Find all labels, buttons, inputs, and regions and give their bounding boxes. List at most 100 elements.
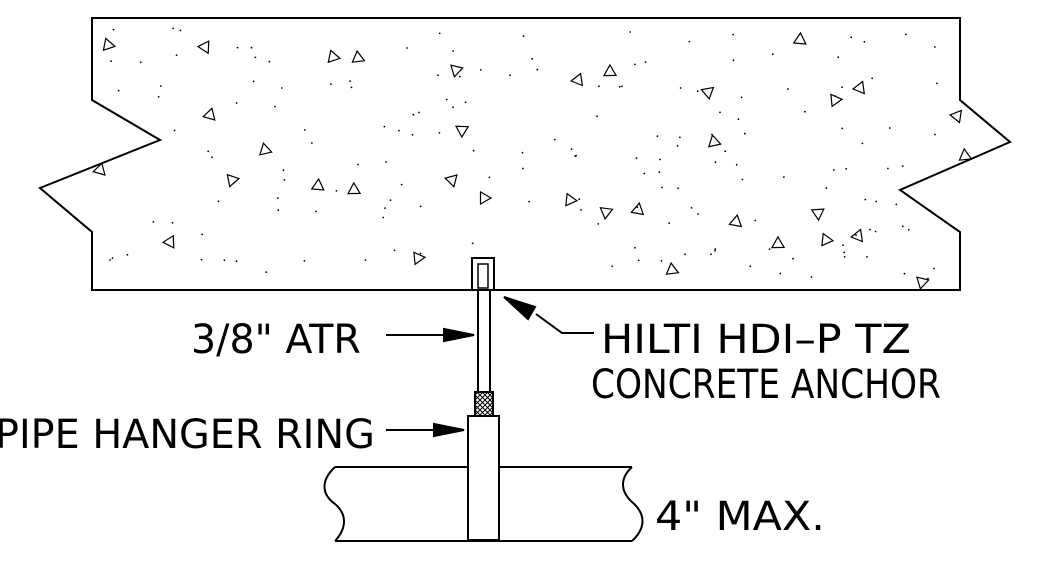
aggregate-dot (235, 260, 238, 263)
aggregate-stone (161, 234, 175, 249)
aggregate-dot (452, 106, 454, 109)
aggregate-dot (905, 33, 907, 36)
aggregate-stone (665, 261, 680, 275)
aggregate-dot (438, 132, 441, 134)
aggregate-dot (690, 207, 693, 209)
aggregate-dot (874, 230, 877, 233)
aggregate-dot (792, 257, 794, 260)
aggregate-dot (200, 258, 203, 261)
aggregate-dot (635, 157, 638, 160)
aggregate-dot (804, 110, 806, 113)
aggregate-dot (714, 248, 717, 251)
aggregate-dot (223, 259, 226, 262)
aggregate-dot (139, 61, 142, 64)
aggregate-dot (810, 276, 813, 278)
aggregate-dot (268, 60, 271, 63)
aggregate-dot (522, 167, 524, 170)
aggregate-dot (211, 156, 213, 159)
aggregate-dot (754, 219, 757, 222)
aggregate-dot (629, 31, 631, 33)
aggregate-stone (707, 134, 722, 148)
aggregate-dot (171, 221, 174, 224)
aggregate-dot (578, 198, 581, 201)
aggregate-dot (254, 56, 257, 59)
aggregate-dot (934, 46, 936, 48)
aggregate-dot (596, 115, 598, 118)
aggregate-dot (864, 198, 867, 201)
aggregate-dot (385, 161, 387, 163)
aggregate-dot (749, 265, 752, 268)
aggregate-dot (464, 101, 467, 104)
aggregate-dot (658, 171, 661, 174)
aggregate-dot (445, 98, 448, 101)
aggregate-dot (661, 186, 663, 189)
aggregate-dot (384, 207, 386, 210)
aggregate-dot (438, 32, 441, 35)
aggregate-stone (810, 208, 825, 222)
aggregate-dot (611, 265, 614, 268)
aggregate-dot (471, 242, 474, 245)
aggregate-dot (871, 77, 874, 80)
aggregate-dot (737, 118, 740, 121)
aggregate-stone (565, 192, 579, 207)
aggregate-stone (630, 201, 645, 216)
aggregate-dot (714, 161, 717, 164)
aggregate-dot (841, 127, 844, 130)
aggregate-dot (732, 59, 735, 62)
aggregate-dot (250, 46, 253, 49)
aggregate-dot (522, 35, 525, 38)
aggregate-dot (855, 234, 857, 237)
aggregate-stone (770, 235, 786, 249)
aggregate-stone (958, 147, 973, 161)
aggregate-dot (536, 68, 539, 71)
aggregate-stone (444, 174, 458, 188)
aggregate-dot (927, 277, 929, 280)
aggregate-dot (393, 249, 396, 252)
aggregate-dot (850, 36, 853, 39)
aggregate-dot (580, 209, 582, 211)
aggregate-dot (842, 244, 844, 247)
aggregate-dot (597, 223, 600, 225)
hanger-label: PIPE HANGER RING (0, 412, 375, 458)
aggregate-dot (201, 233, 204, 236)
aggregate-dot (618, 85, 621, 88)
aggregate-dot (335, 190, 338, 192)
aggregate-stone (259, 142, 273, 156)
aggregate-stone (849, 228, 864, 243)
aggregate-dot (732, 33, 735, 36)
aggregate-dot (637, 259, 640, 262)
aggregate-dot (274, 105, 276, 108)
aggregate-dot (406, 47, 408, 49)
aggregate-dot (735, 163, 738, 166)
aggregate-stone (450, 64, 464, 78)
aggregate-dot (869, 228, 871, 231)
aggregate-dot (834, 95, 837, 98)
aggregate-dot (173, 129, 176, 132)
aggregate-dot (843, 255, 846, 258)
aggregate-dot (570, 148, 573, 151)
aggregate-dot (861, 142, 864, 145)
aggregate-stone (948, 109, 963, 124)
aggregate-dot (472, 149, 475, 152)
aggregate-dot (825, 187, 828, 190)
aggregate-dot (719, 111, 721, 114)
aggregate-dot (521, 151, 524, 154)
aggregate-dot (887, 167, 889, 170)
aggregate-stone (202, 107, 216, 121)
aggregate-dot (744, 132, 746, 135)
aggregate-dot (488, 176, 491, 179)
aggregate-stone (830, 93, 844, 108)
aggregate-stone (102, 37, 117, 52)
aggregate-dot (207, 150, 210, 153)
aggregate-dot (418, 111, 420, 114)
anchor-label-line2: CONCRETE ANCHOR (591, 360, 941, 407)
aggregate-stone (728, 213, 743, 228)
aggregate-dot (315, 210, 317, 213)
leader-arrows (386, 296, 594, 438)
aggregate-dot (634, 246, 636, 249)
aggregate-dot (575, 154, 577, 157)
aggregate-dot (901, 165, 904, 168)
aggregate-dot (110, 60, 112, 63)
aggregate-dot (711, 133, 713, 136)
pipe-hanger-ring (467, 415, 500, 541)
